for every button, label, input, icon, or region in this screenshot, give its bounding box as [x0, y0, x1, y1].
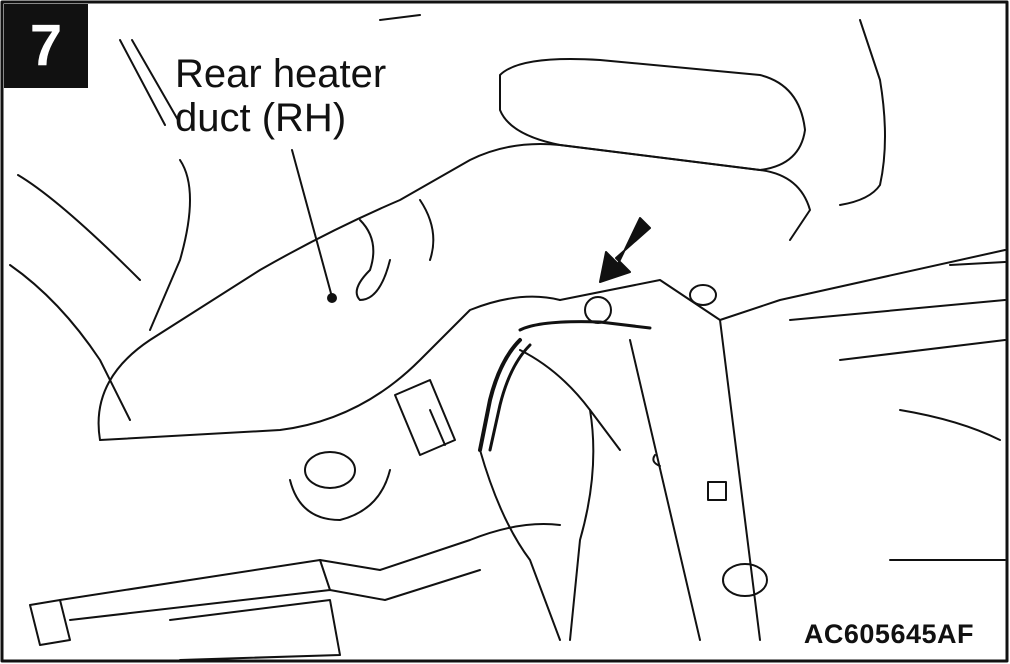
lower-harness: [69, 569, 481, 621]
mounting-hole: [689, 284, 717, 306]
callout-leader: [291, 149, 333, 298]
panel-edge: [131, 39, 179, 121]
panel-edge: [9, 264, 131, 421]
duct-tab: [419, 199, 435, 261]
duct-callout: Rear heater duct (RH): [175, 52, 386, 140]
top-pad: [499, 58, 806, 171]
harness: [518, 320, 652, 332]
step-number: 7: [4, 4, 88, 88]
slot: [707, 481, 727, 501]
upper-frame: [839, 19, 886, 206]
structure-line: [789, 299, 1006, 321]
harness: [569, 409, 595, 641]
harness: [478, 338, 522, 452]
bolt: [584, 296, 612, 324]
structure-line: [839, 339, 1006, 361]
small-mark: [652, 454, 661, 467]
callout-line-1: Rear heater: [175, 52, 387, 96]
bracket-rail: [719, 319, 761, 641]
lower-harness-clip: [319, 559, 331, 591]
callout-dot: [327, 293, 337, 303]
duct-lower-edge: [99, 295, 561, 441]
bracket-rail: [629, 339, 701, 641]
connector-detail: [429, 409, 446, 446]
lower-bracket: [169, 599, 341, 661]
connector: [394, 379, 456, 456]
left-connector: [29, 599, 71, 646]
mounting-hole: [722, 563, 768, 597]
bracket-rail: [559, 249, 1006, 321]
upper-frame: [379, 14, 421, 21]
harness: [479, 449, 561, 641]
duct-tab: [355, 219, 391, 301]
callout-line-2: duct (RH): [175, 96, 347, 140]
pointer-arrow-icon: [599, 217, 651, 283]
structure-line: [899, 409, 1001, 441]
panel-edge: [119, 39, 166, 126]
duct-outline: [97, 143, 811, 441]
harness: [519, 349, 621, 451]
harness: [488, 343, 532, 452]
panel-edge: [17, 174, 141, 281]
figure-code: AC605645AF: [803, 619, 974, 649]
grommet-edge: [289, 469, 391, 521]
structure-line: [949, 261, 1006, 266]
grommet: [304, 451, 356, 489]
duct-edge: [149, 159, 191, 331]
lower-harness: [59, 523, 561, 601]
